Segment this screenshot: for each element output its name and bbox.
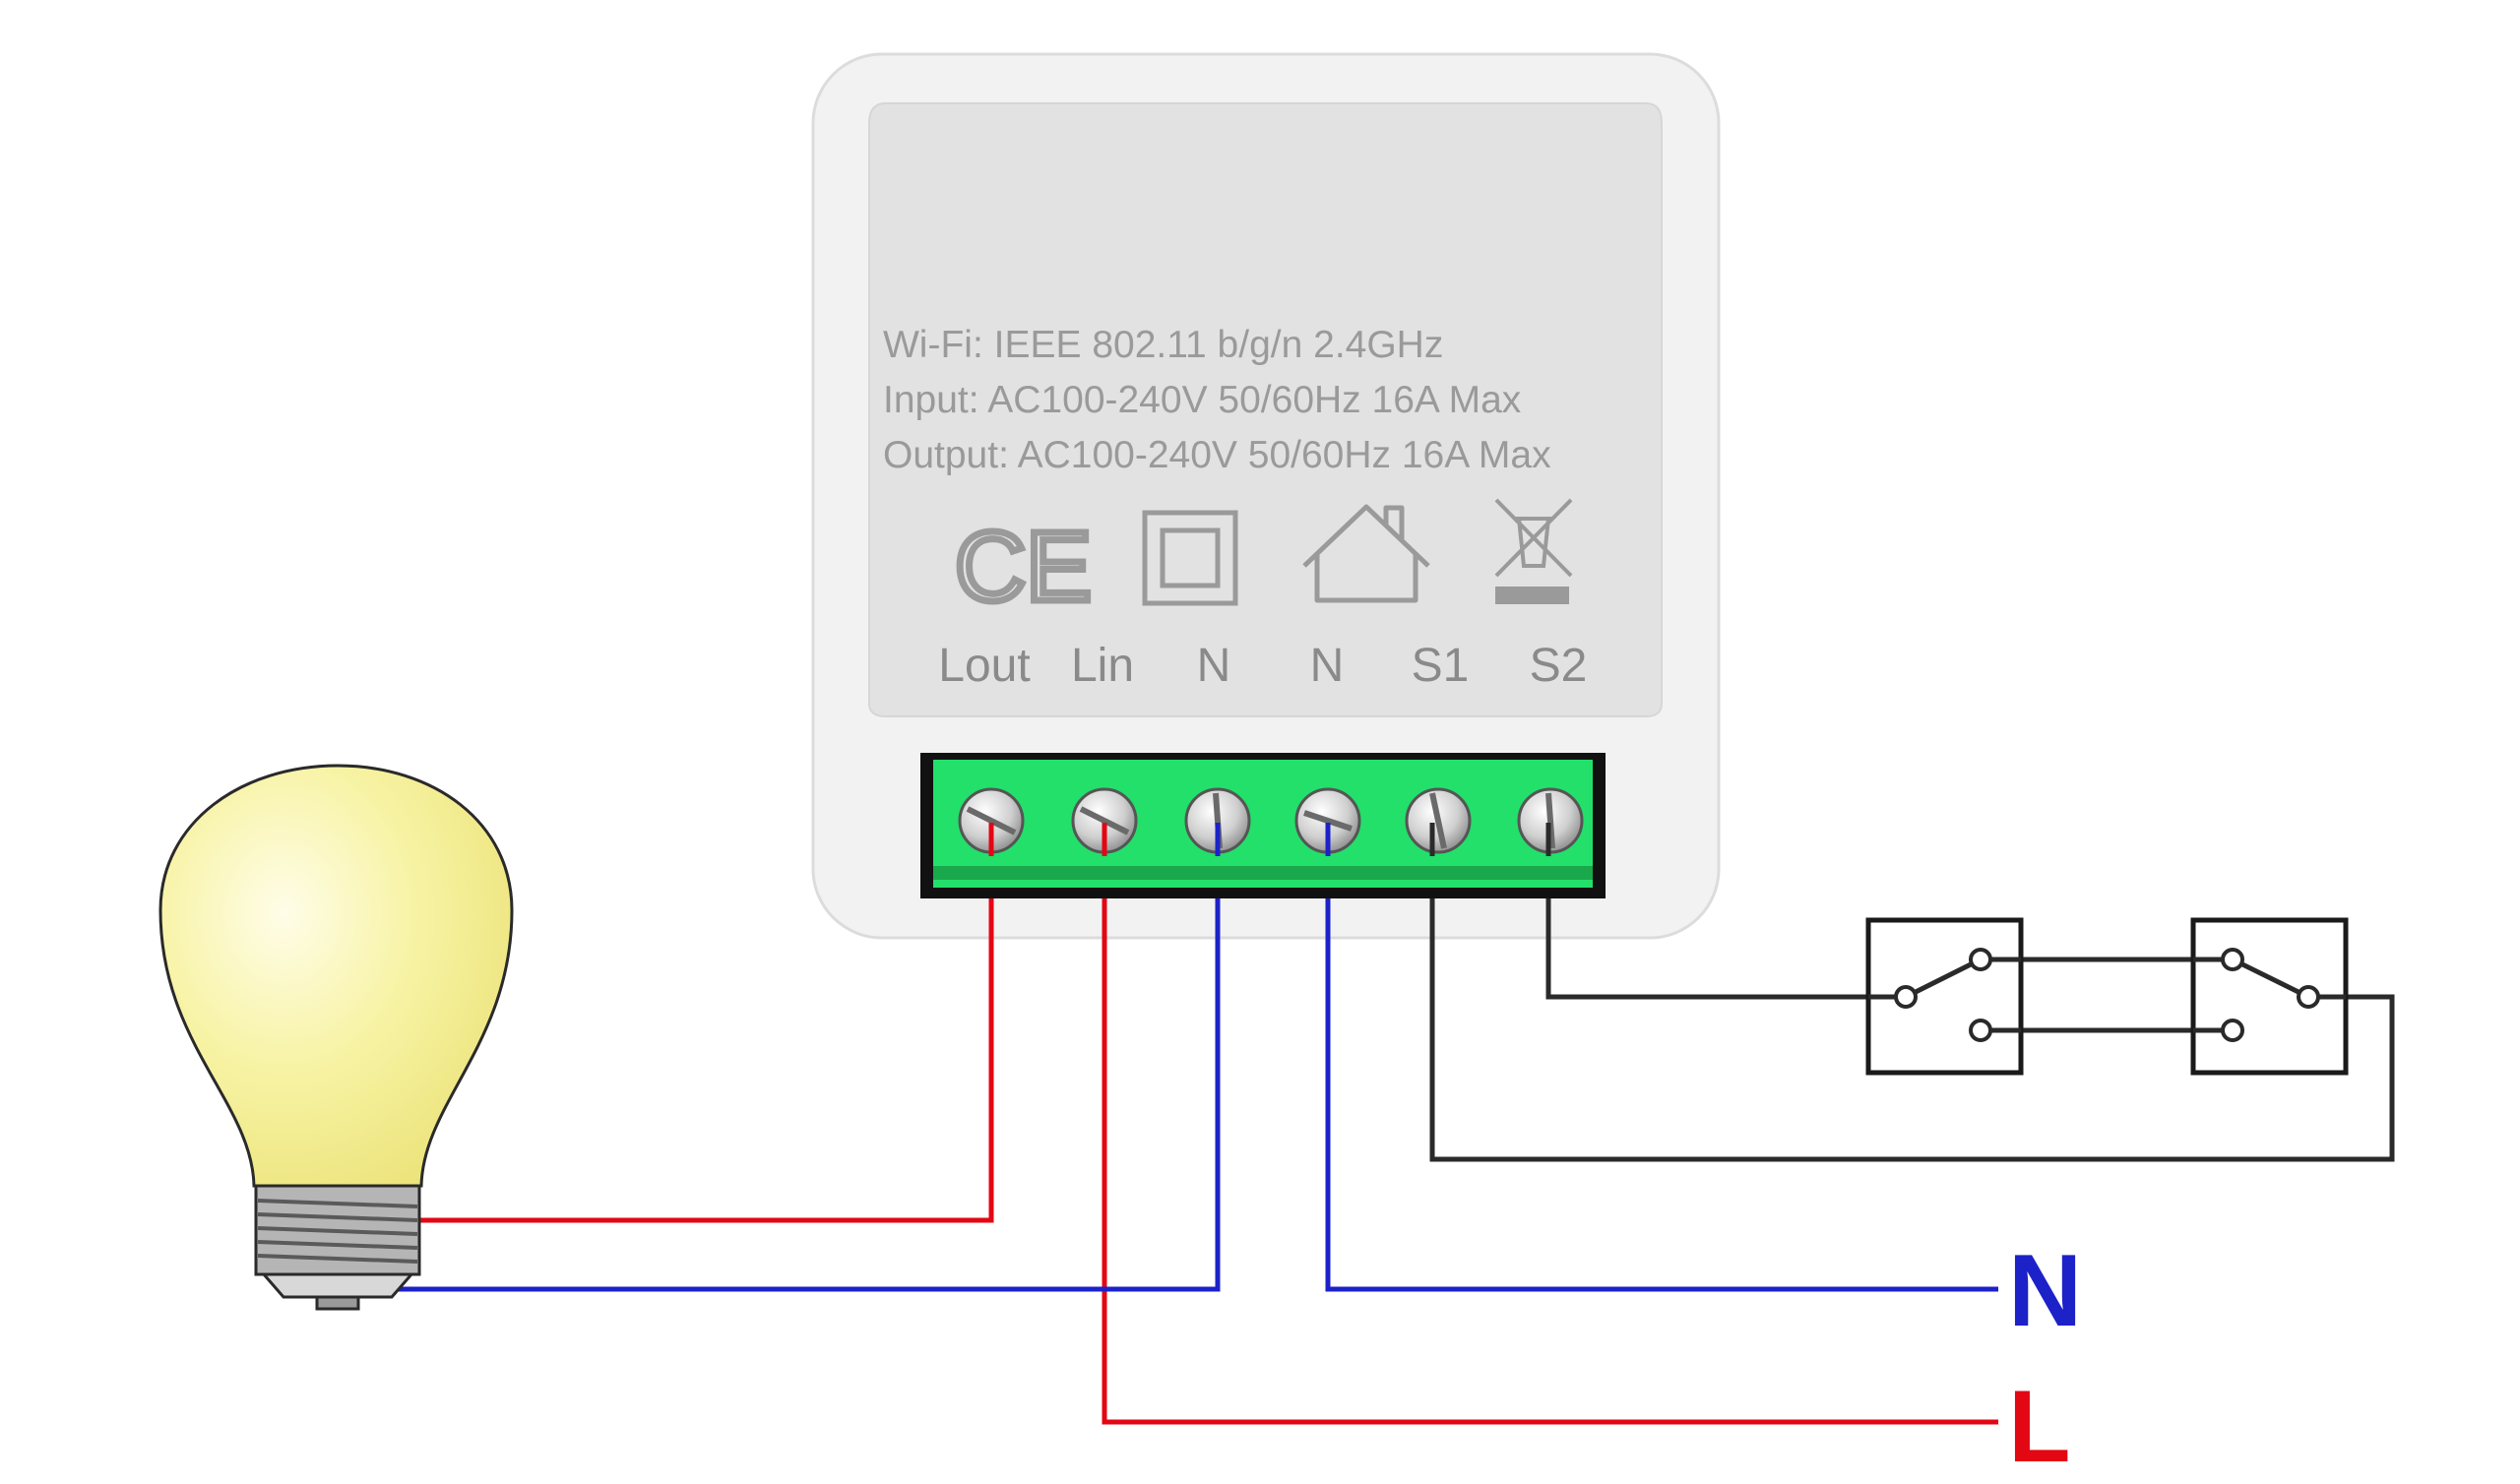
smart-switch-module [811,52,1721,940]
terminal-screw-n2 [1294,787,1361,854]
double-insulation-icon [1142,510,1238,606]
wire-n1-to-bulb [394,825,1221,1292]
terminal-block [920,753,1606,898]
switch-2-lever [2231,957,2310,1000]
wire-n2-to-neutral [1325,825,1998,1292]
bulb-glass [158,764,514,1188]
ce-mark-icon: CE [955,512,1092,622]
terminal-label-s2: S2 [1530,640,1588,692]
wire-s1-to-switch2 [1429,825,2395,1162]
terminal-label-n2: N [1310,640,1345,692]
mains-neutral-label: N [2008,1234,2082,1348]
wire-lout-to-bulb [411,825,994,1223]
indoor-use-house-icon [1302,504,1430,603]
terminal-screw-s1 [1405,787,1472,854]
switch-1-lever [1904,957,1983,1000]
terminal-label-lin: Lin [1071,640,1134,692]
weee-bin-icon [1494,498,1573,604]
two-way-switch-1 [1865,917,2024,1076]
spec-line-wifi: Wi-Fi: IEEE 802.11 b/g/n 2.4GHz [883,324,1443,366]
spec-line-output: Output: AC100-240V 50/60Hz 16A Max [883,434,1551,476]
bulb-base [254,1184,421,1311]
two-way-switch-2 [2190,917,2349,1076]
terminal-label-lout: Lout [938,640,1030,692]
wire-lin-to-live [1102,825,1998,1425]
wire-entries [988,823,1551,856]
terminal-label-s1: S1 [1412,640,1470,692]
terminal-label-n1: N [1197,640,1231,692]
mains-live-label: L [2008,1370,2071,1484]
light-bulb [158,764,514,1311]
spec-line-input: Input: AC100-240V 50/60Hz 16A Max [883,379,1522,421]
